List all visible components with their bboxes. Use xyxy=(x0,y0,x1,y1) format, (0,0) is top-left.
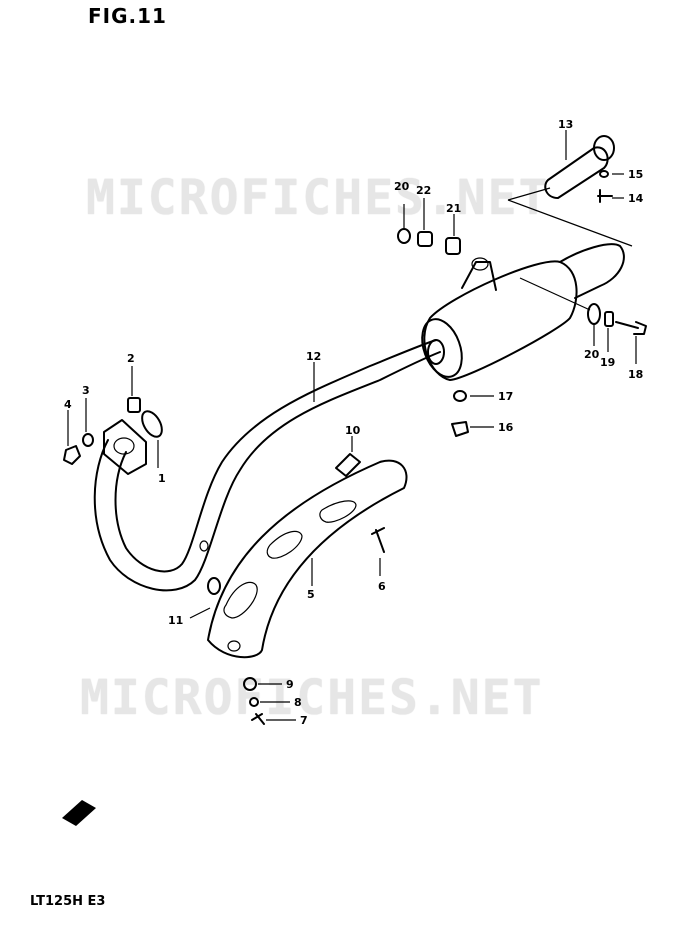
model-code: LT125H E3 xyxy=(30,894,106,909)
callout-15: 15 xyxy=(628,168,643,181)
bolt-7 xyxy=(251,713,265,725)
callout-22: 22 xyxy=(416,184,431,197)
watermark-top: MICROFICHES.NET xyxy=(86,170,550,226)
shield-clamp xyxy=(335,453,361,477)
collar-22 xyxy=(417,231,433,247)
callout-8: 8 xyxy=(294,696,302,709)
nut xyxy=(63,445,81,465)
callout-3: 3 xyxy=(82,384,90,397)
exhaust-pipe xyxy=(93,339,441,592)
callout-13: 13 xyxy=(558,118,573,131)
leader-lines xyxy=(67,130,637,721)
callout-14: 14 xyxy=(628,192,644,205)
callout-11: 11 xyxy=(168,614,183,627)
washer xyxy=(82,433,94,447)
washer-20b xyxy=(587,303,601,325)
callout-9: 9 xyxy=(286,678,294,691)
exhaust-flange xyxy=(103,419,147,475)
pipe-bracket-hole xyxy=(199,540,209,552)
front-direction-icon xyxy=(62,800,96,826)
callout-5: 5 xyxy=(307,588,315,601)
grommet-9 xyxy=(243,677,257,691)
washer-20a xyxy=(397,228,411,244)
callout-19: 19 xyxy=(600,356,615,369)
muffler xyxy=(421,243,625,381)
washer-15 xyxy=(599,170,609,178)
callout-4: 4 xyxy=(64,398,72,411)
bolt-18 xyxy=(615,321,647,335)
callout-21: 21 xyxy=(446,202,461,215)
callout-17: 17 xyxy=(498,390,513,403)
stud xyxy=(127,397,141,413)
callout-20-top: 20 xyxy=(394,180,410,193)
callout-20-right: 20 xyxy=(584,348,600,361)
gasket xyxy=(141,410,163,438)
nut-17 xyxy=(453,390,467,402)
nut-16 xyxy=(451,421,469,437)
pipe-gasket xyxy=(207,577,221,595)
lock-washer-19 xyxy=(604,311,614,327)
callout-12: 12 xyxy=(306,350,321,363)
callout-2: 2 xyxy=(127,352,135,365)
spark-arrester xyxy=(544,135,615,199)
shield-screw xyxy=(371,527,385,553)
heat-shield xyxy=(207,459,408,659)
callout-16: 16 xyxy=(498,421,514,434)
callout-6: 6 xyxy=(378,580,386,593)
collar-8 xyxy=(249,697,259,707)
bolt-14 xyxy=(597,189,613,203)
watermark-bottom: MICROFICHES.NET xyxy=(80,670,544,726)
spacer-21 xyxy=(445,237,461,255)
callout-1: 1 xyxy=(158,472,166,485)
callout-10: 10 xyxy=(345,424,361,437)
callout-7: 7 xyxy=(300,714,308,727)
callout-18: 18 xyxy=(628,368,643,381)
figure-title: FIG.11 xyxy=(88,4,167,28)
